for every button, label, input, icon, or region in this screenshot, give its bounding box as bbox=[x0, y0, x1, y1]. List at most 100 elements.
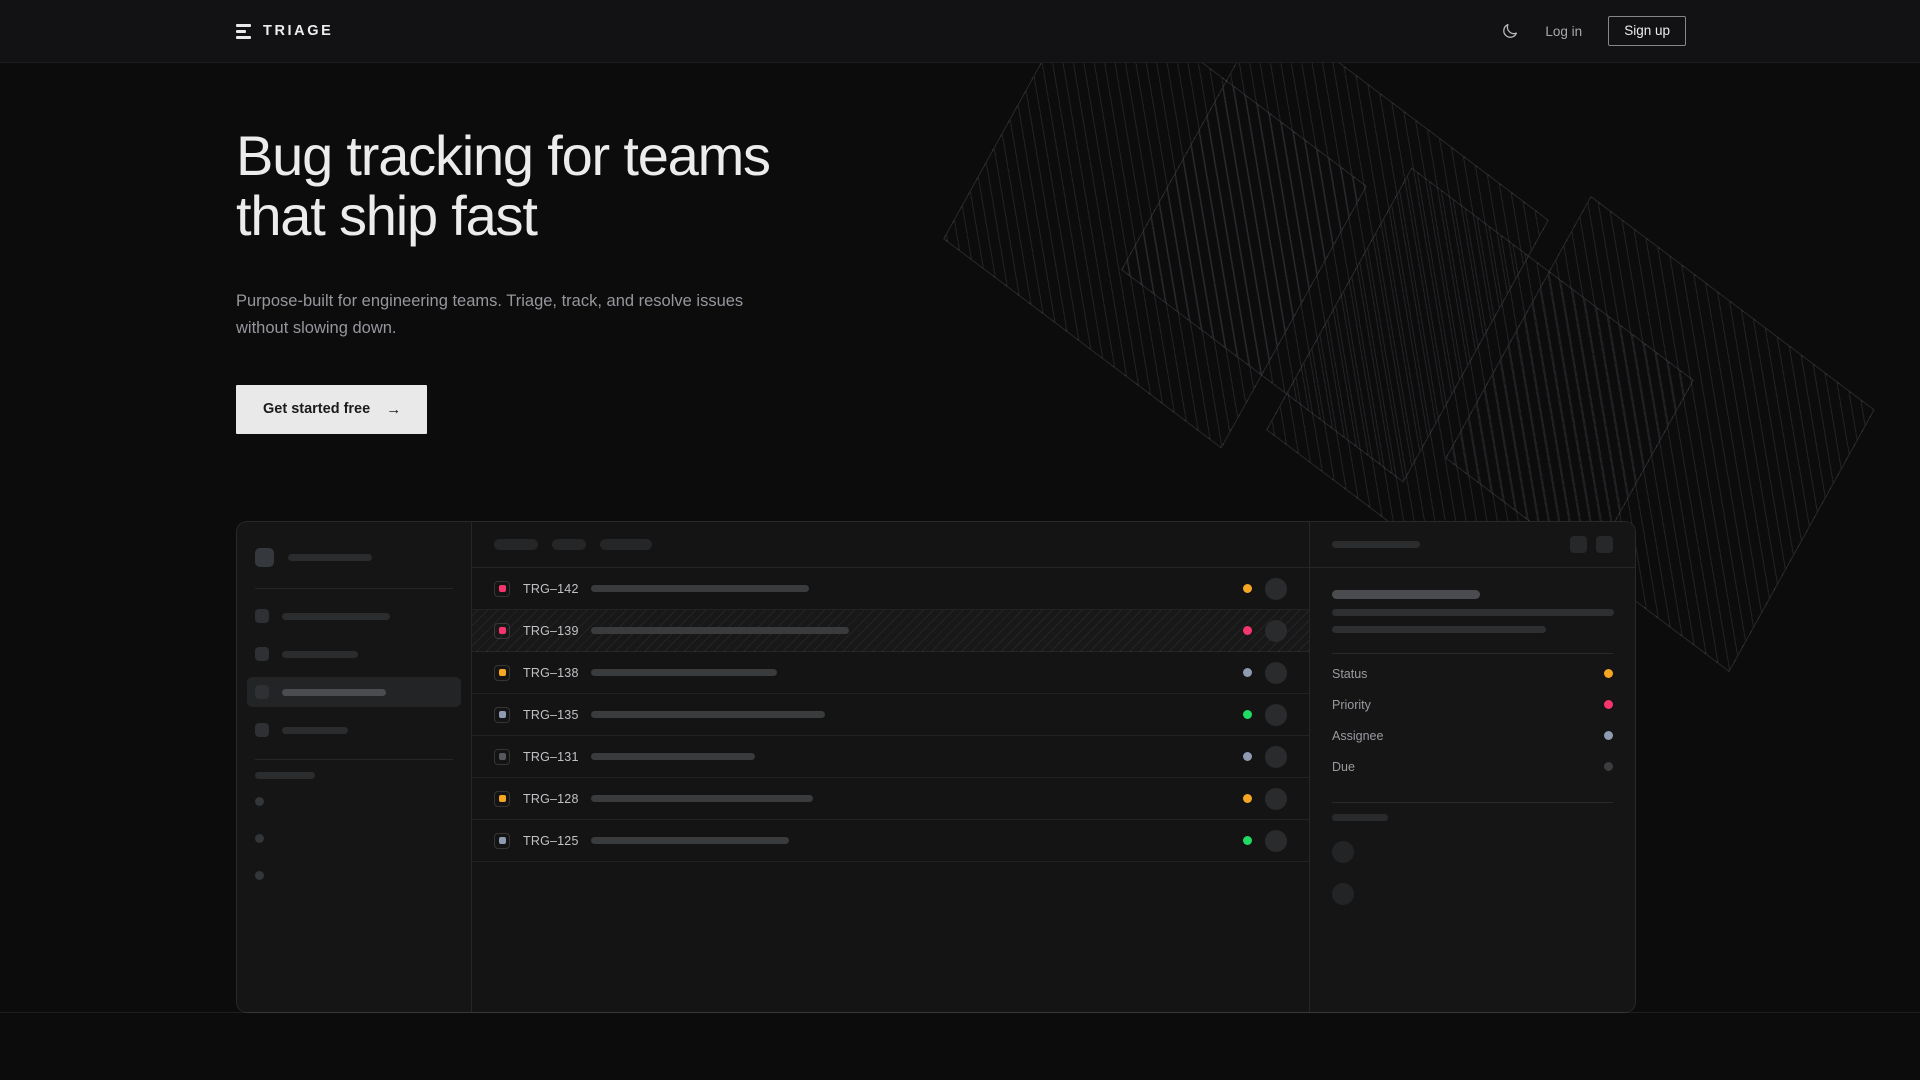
avatar[interactable] bbox=[1265, 787, 1287, 810]
table-row[interactable]: TRG–135 bbox=[472, 694, 1309, 736]
sidebar-divider bbox=[255, 759, 453, 760]
detail-action-button[interactable] bbox=[1596, 536, 1613, 553]
row-meta bbox=[1243, 787, 1287, 810]
sidebar-item-3[interactable] bbox=[247, 677, 461, 707]
detail-field-assignee[interactable]: Assignee bbox=[1332, 720, 1613, 751]
nav-actions: Log in Sign up bbox=[1501, 15, 1686, 47]
detail-action-button[interactable] bbox=[1570, 536, 1587, 553]
priority-swatch bbox=[498, 711, 506, 718]
sidebar-item-1[interactable] bbox=[247, 601, 461, 631]
priority-icon bbox=[494, 622, 510, 639]
priority-swatch bbox=[498, 753, 506, 760]
sidebar-project-dot[interactable] bbox=[255, 797, 264, 806]
brand-logo[interactable]: TRIAGE bbox=[236, 23, 333, 39]
avatar[interactable] bbox=[1265, 619, 1287, 642]
priority-swatch bbox=[498, 795, 506, 802]
table-row[interactable]: TRG–125 bbox=[472, 820, 1309, 862]
get-started-label: Get started free bbox=[263, 401, 371, 418]
toolbar-chip[interactable] bbox=[494, 539, 538, 550]
detail-field-value-swatch bbox=[1604, 700, 1613, 709]
detail-description-line bbox=[1332, 609, 1614, 616]
table-row[interactable]: TRG–138 bbox=[472, 652, 1309, 694]
signup-button[interactable]: Sign up bbox=[1608, 15, 1686, 47]
issue-id: TRG–142 bbox=[523, 581, 579, 596]
avatar[interactable] bbox=[1332, 883, 1354, 905]
toolbar-chip[interactable] bbox=[600, 539, 652, 550]
status-badge bbox=[1243, 836, 1252, 845]
detail-issue-title-placeholder bbox=[1332, 590, 1480, 599]
issue-title-placeholder bbox=[591, 669, 777, 676]
avatar[interactable] bbox=[1265, 829, 1287, 852]
sidebar-item-icon bbox=[255, 685, 269, 699]
detail-field-label: Assignee bbox=[1332, 728, 1384, 743]
get-started-button[interactable]: Get started free → bbox=[236, 385, 428, 435]
detail-description-placeholder bbox=[1332, 609, 1614, 633]
issue-title-placeholder bbox=[591, 627, 849, 634]
detail-title-placeholder bbox=[1332, 541, 1420, 548]
detail-field-priority[interactable]: Priority bbox=[1332, 689, 1613, 720]
row-meta bbox=[1243, 577, 1287, 600]
detail-header-actions bbox=[1570, 536, 1613, 553]
status-badge bbox=[1243, 710, 1252, 719]
avatar[interactable] bbox=[1265, 745, 1287, 768]
avatar[interactable] bbox=[1265, 661, 1287, 684]
detail-divider bbox=[1332, 802, 1613, 803]
avatar[interactable] bbox=[1265, 703, 1287, 726]
priority-icon bbox=[494, 664, 510, 681]
status-badge bbox=[1243, 626, 1252, 635]
table-row[interactable]: TRG–139 bbox=[472, 610, 1309, 652]
workspace-logo-icon bbox=[255, 547, 274, 567]
sidebar-item-icon bbox=[255, 647, 269, 661]
detail-field-label: Priority bbox=[1332, 697, 1371, 712]
sidebar-nav-list bbox=[247, 601, 461, 745]
workspace-name-placeholder bbox=[288, 553, 372, 561]
moon-icon[interactable] bbox=[1501, 22, 1519, 40]
priority-icon bbox=[494, 790, 510, 807]
priority-icon bbox=[494, 580, 510, 597]
avatar[interactable] bbox=[1265, 577, 1287, 600]
triage-logo-icon bbox=[236, 23, 251, 39]
sidebar-item-label-placeholder bbox=[282, 726, 348, 734]
brand-name: TRIAGE bbox=[263, 23, 334, 39]
top-navigation-bar: TRIAGE Log in Sign up bbox=[0, 0, 1920, 63]
sidebar-item-label-placeholder bbox=[282, 612, 390, 620]
avatar[interactable] bbox=[1332, 841, 1354, 863]
login-link[interactable]: Log in bbox=[1545, 23, 1583, 39]
sidebar-workspace-header[interactable] bbox=[255, 540, 453, 574]
sidebar-project-dot[interactable] bbox=[255, 871, 264, 880]
hero-title-line-1: Bug tracking for teams bbox=[236, 124, 771, 187]
issue-title-placeholder bbox=[591, 795, 813, 802]
detail-field-due[interactable]: Due bbox=[1332, 751, 1613, 782]
mockup-sidebar bbox=[237, 522, 472, 1012]
detail-field-status[interactable]: Status bbox=[1332, 658, 1613, 689]
detail-description-line bbox=[1332, 626, 1546, 633]
sidebar-item-2[interactable] bbox=[247, 639, 461, 669]
table-row[interactable]: TRG–142 bbox=[472, 568, 1309, 610]
toolbar-chip[interactable] bbox=[552, 539, 586, 550]
status-badge bbox=[1243, 668, 1252, 677]
arrow-right-icon: → bbox=[386, 400, 402, 418]
hero-title-line-2: that ship fast bbox=[236, 183, 538, 247]
detail-activity-avatars bbox=[1332, 841, 1613, 905]
detail-field-value-swatch bbox=[1604, 731, 1613, 740]
row-meta bbox=[1243, 703, 1287, 726]
row-meta bbox=[1243, 745, 1287, 768]
table-row[interactable]: TRG–128 bbox=[472, 778, 1309, 820]
priority-swatch bbox=[498, 837, 506, 844]
detail-field-label: Due bbox=[1332, 759, 1355, 774]
sidebar-project-dot[interactable] bbox=[255, 834, 264, 843]
priority-swatch bbox=[498, 669, 506, 676]
sidebar-item-label-placeholder bbox=[282, 650, 358, 658]
issue-id: TRG–139 bbox=[523, 623, 579, 638]
detail-field-label: Status bbox=[1332, 666, 1368, 681]
sidebar-item-4[interactable] bbox=[247, 715, 461, 745]
priority-swatch bbox=[498, 627, 506, 634]
sidebar-item-icon bbox=[255, 609, 269, 623]
table-row[interactable]: TRG–131 bbox=[472, 736, 1309, 778]
issue-title-placeholder bbox=[591, 837, 789, 844]
